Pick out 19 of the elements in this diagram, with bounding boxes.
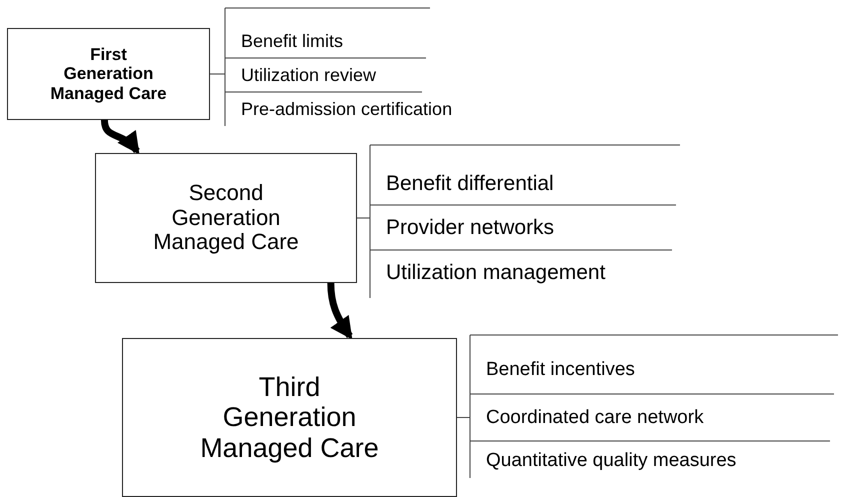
feature-text: Pre-admission certification xyxy=(241,98,452,120)
generation-title: Third Generation Managed Care xyxy=(199,372,380,463)
connector-line xyxy=(356,218,370,273)
connector-line xyxy=(210,74,226,110)
feature-text: Coordinated care network xyxy=(486,406,704,428)
feature-text: Utilization management xyxy=(386,260,606,284)
generation-title: First Generation Managed Care xyxy=(49,45,168,103)
feature-text: Benefit limits xyxy=(241,30,344,52)
feature-text: Provider networks xyxy=(386,216,554,240)
generation-box xyxy=(95,153,357,283)
feature-text: Benefit incentives xyxy=(486,358,635,380)
generation-box xyxy=(122,338,457,497)
generation-title: Second Generation Managed Care xyxy=(152,181,300,255)
curved-arrow xyxy=(100,120,140,154)
curved-arrow xyxy=(327,282,353,340)
generation-box xyxy=(7,28,210,120)
feature-text: Quantitative quality measures xyxy=(486,450,736,472)
feature-text: Utilization review xyxy=(241,64,376,86)
feature-text: Benefit differential xyxy=(386,172,554,196)
